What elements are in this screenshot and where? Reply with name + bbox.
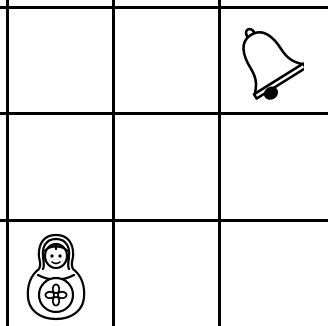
cell-0-1[interactable]	[115, 9, 217, 113]
bell-icon[interactable]	[230, 18, 304, 106]
cell-2-1[interactable]	[115, 222, 217, 326]
cell-0-0[interactable]	[9, 9, 111, 113]
nesting-doll-icon[interactable]	[21, 229, 91, 324]
cell-1-1[interactable]	[115, 115, 217, 219]
cell-1-2[interactable]	[221, 115, 323, 219]
cell-1-0[interactable]	[9, 115, 111, 219]
cell-2-2[interactable]	[221, 222, 323, 326]
